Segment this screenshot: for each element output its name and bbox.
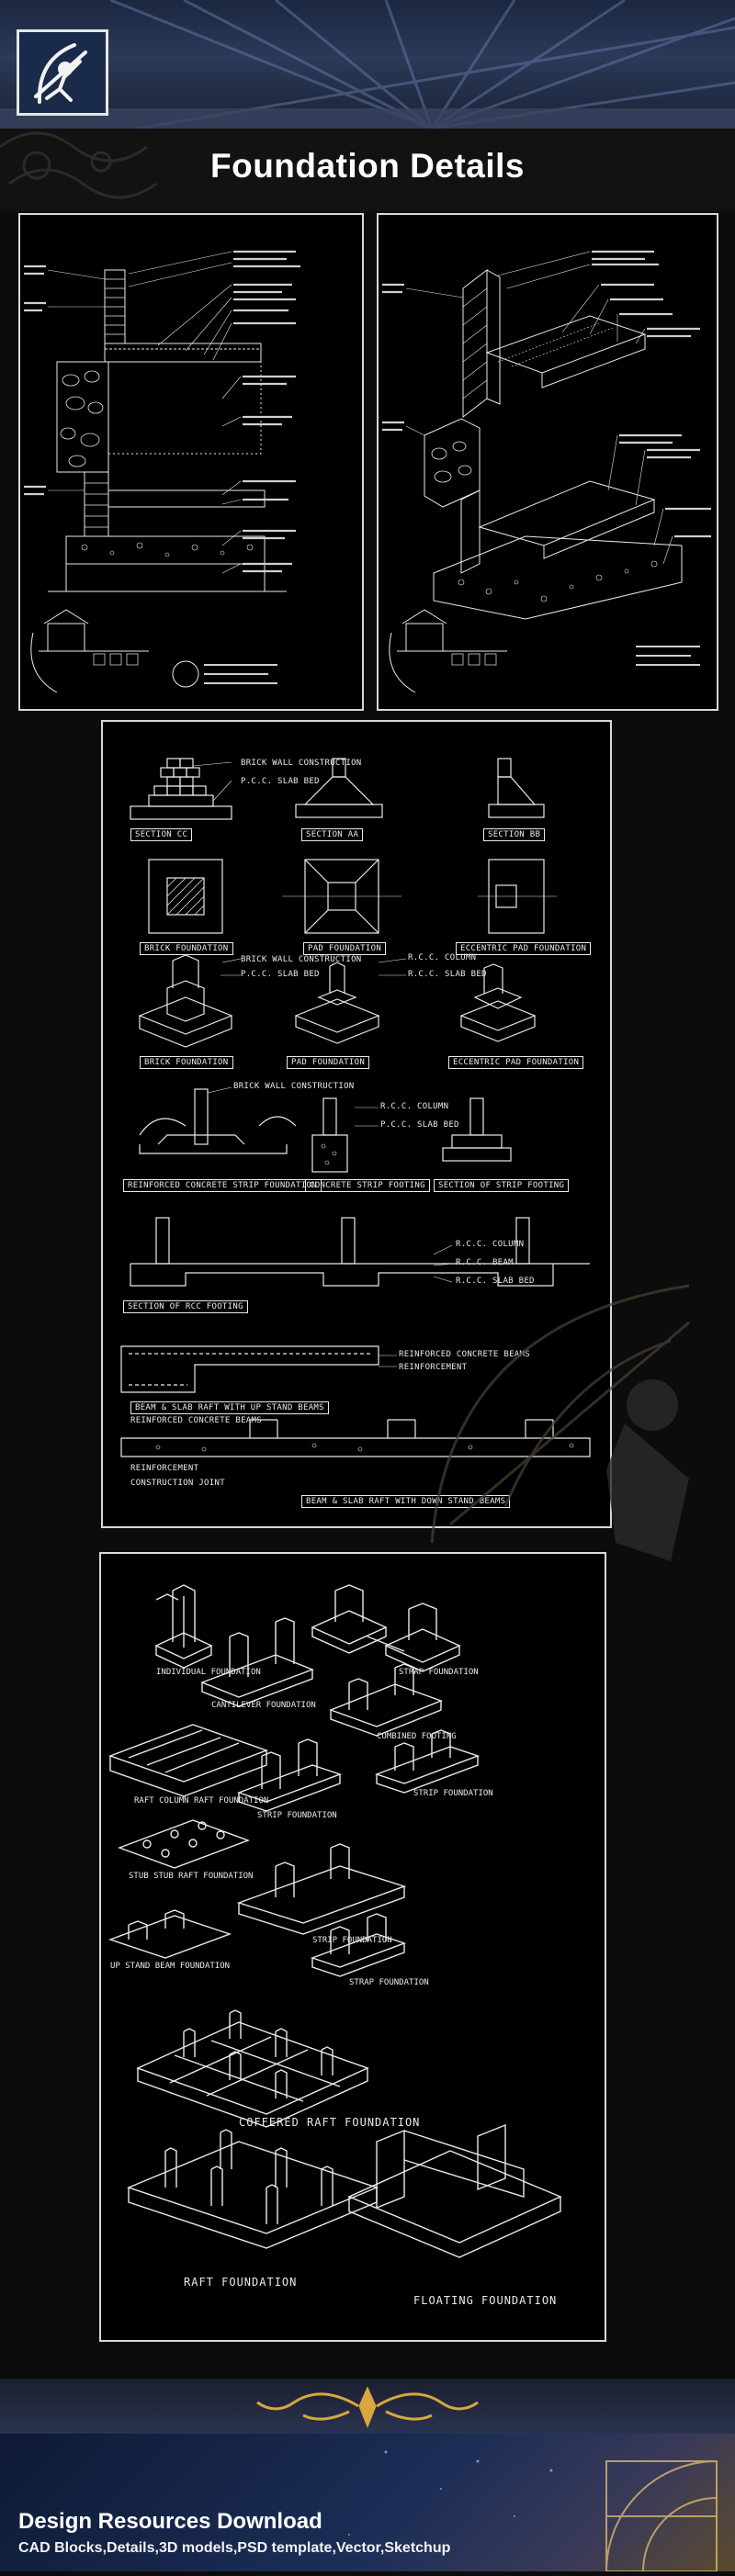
- label-section-aa: SECTION AA: [301, 828, 364, 841]
- label-strap-foundation-b: STRAP FOUNDATION: [349, 1978, 429, 1987]
- label-strap-foundation: STRAP FOUNDATION: [399, 1668, 479, 1677]
- header-banner: [0, 0, 735, 129]
- label-rcc-column-rcc-footing: R.C.C. COLUMN: [456, 1240, 525, 1249]
- foundation-section-detail-sheet-2[interactable]: [377, 213, 718, 711]
- label-pad-foundation-iso: PAD FOUNDATION: [287, 1056, 370, 1069]
- label-construction-joint: CONSTRUCTION JOINT: [130, 1479, 225, 1488]
- floral-ornament: [0, 131, 157, 199]
- label-reinforcement: REINFORCEMENT: [399, 1363, 468, 1372]
- label-eccentric-pad-foundation: ECCENTRIC PAD FOUNDATION: [456, 942, 592, 955]
- label-reinforced-concrete-strip: REINFORCED CONCRETE STRIP FOUNDATION: [123, 1179, 322, 1192]
- label-reinforced-concrete-beams: REINFORCED CONCRETE BEAMS: [399, 1350, 530, 1359]
- label-brick-foundation: BRICK FOUNDATION: [140, 942, 233, 955]
- title-band: [0, 129, 735, 211]
- label-beam-slab-raft-up: BEAM & SLAB RAFT WITH UP STAND BEAMS: [130, 1401, 329, 1414]
- label-individual-foundation: INDIVIDUAL FOUNDATION: [156, 1668, 261, 1677]
- label-stub-raft: STUB STUB RAFT FOUNDATION: [129, 1872, 254, 1881]
- label-rcc-column: R.C.C. COLUMN: [408, 953, 477, 962]
- label-section-rcc-footing: SECTION OF RCC FOOTING: [123, 1300, 248, 1313]
- label-strip-foundation-c: STRIP FOUNDATION: [312, 1936, 392, 1945]
- label-reinforced-concrete-beams-raft: REINFORCED CONCRETE BEAMS: [130, 1416, 262, 1425]
- label-brick-wall-construction-strip: BRICK WALL CONSTRUCTION: [233, 1082, 355, 1091]
- label-combined-footing: COMBINED FOOTING: [377, 1732, 457, 1741]
- label-concrete-strip-footing: CONCRETE STRIP FOOTING: [305, 1179, 430, 1192]
- label-rcc-slab-bed-rcc-footing: R.C.C. SLAB BED: [456, 1277, 535, 1286]
- label-raft-column: RAFT COLUMN RAFT FOUNDATION: [134, 1796, 269, 1805]
- foundation-types-drawing: [120, 758, 591, 1457]
- isometric-foundations-sheet[interactable]: INDIVIDUAL FOUNDATION STRAP FOUNDATION C…: [99, 1552, 606, 2342]
- page-title: Foundation Details: [210, 147, 525, 185]
- label-eccentric-pad-foundation-iso: ECCENTRIC PAD FOUNDATION: [448, 1056, 584, 1069]
- foundation-section-detail-sheet-1[interactable]: [18, 213, 364, 711]
- footer-banner: [0, 2434, 735, 2572]
- footer-ornament-graphic: [256, 2386, 479, 2429]
- archer-logo-icon: [34, 43, 87, 104]
- foundation-types-sheet[interactable]: BRICK WALL CONSTRUCTION P.C.C. SLAB BED …: [101, 720, 612, 1528]
- label-section-bb: SECTION BB: [483, 828, 546, 841]
- foundation-section-drawing-1: [24, 250, 300, 693]
- label-up-stand-beam: UP STAND BEAM FOUNDATION: [110, 1962, 231, 1971]
- label-beam-slab-raft-down: BEAM & SLAB RAFT WITH DOWN STAND BEAMS: [301, 1495, 511, 1508]
- label-floating-foundation: FLOATING FOUNDATION: [413, 2294, 558, 2307]
- label-rcc-column-strip: R.C.C. COLUMN: [380, 1102, 449, 1111]
- label-cantilever-foundation: CANTILEVER FOUNDATION: [211, 1701, 316, 1710]
- label-coffered-raft: COFFERED RAFT FOUNDATION: [239, 2116, 421, 2129]
- label-pcc-slab-bed-iso: P.C.C. SLAB BED: [241, 970, 320, 979]
- label-raft-foundation: RAFT FOUNDATION: [184, 2276, 298, 2289]
- label-pcc-slab-bed: P.C.C. SLAB BED: [241, 777, 320, 786]
- archer-logo[interactable]: [17, 29, 108, 116]
- header-background-graphic: [0, 0, 735, 129]
- label-pad-foundation: PAD FOUNDATION: [303, 942, 387, 955]
- isometric-foundations-drawing: [107, 1584, 562, 2258]
- label-strip-foundation-b: STRIP FOUNDATION: [413, 1789, 493, 1798]
- label-reinforcement-raft: REINFORCEMENT: [130, 1464, 199, 1473]
- label-section-cc: SECTION CC: [130, 828, 193, 841]
- label-brick-foundation-iso: BRICK FOUNDATION: [140, 1056, 233, 1069]
- label-pcc-slab-bed-strip: P.C.C. SLAB BED: [380, 1120, 459, 1130]
- foundation-section-drawing-2: [382, 250, 711, 693]
- footer-subtitle: CAD Blocks,Details,3D models,PSD templat…: [18, 2540, 451, 2556]
- label-section-strip-footing: SECTION OF STRIP FOOTING: [434, 1179, 570, 1192]
- label-rcc-beam: R.C.C. BEAM: [456, 1258, 514, 1267]
- footer-title[interactable]: Design Resources Download: [18, 2509, 322, 2534]
- label-rcc-slab-bed: R.C.C. SLAB BED: [408, 970, 487, 979]
- label-brick-wall-construction: BRICK WALL CONSTRUCTION: [241, 759, 362, 768]
- label-strip-foundation: STRIP FOUNDATION: [257, 1811, 337, 1820]
- label-brick-wall-construction-iso: BRICK WALL CONSTRUCTION: [241, 955, 362, 964]
- archer-watermark-graphic: [430, 1284, 690, 1561]
